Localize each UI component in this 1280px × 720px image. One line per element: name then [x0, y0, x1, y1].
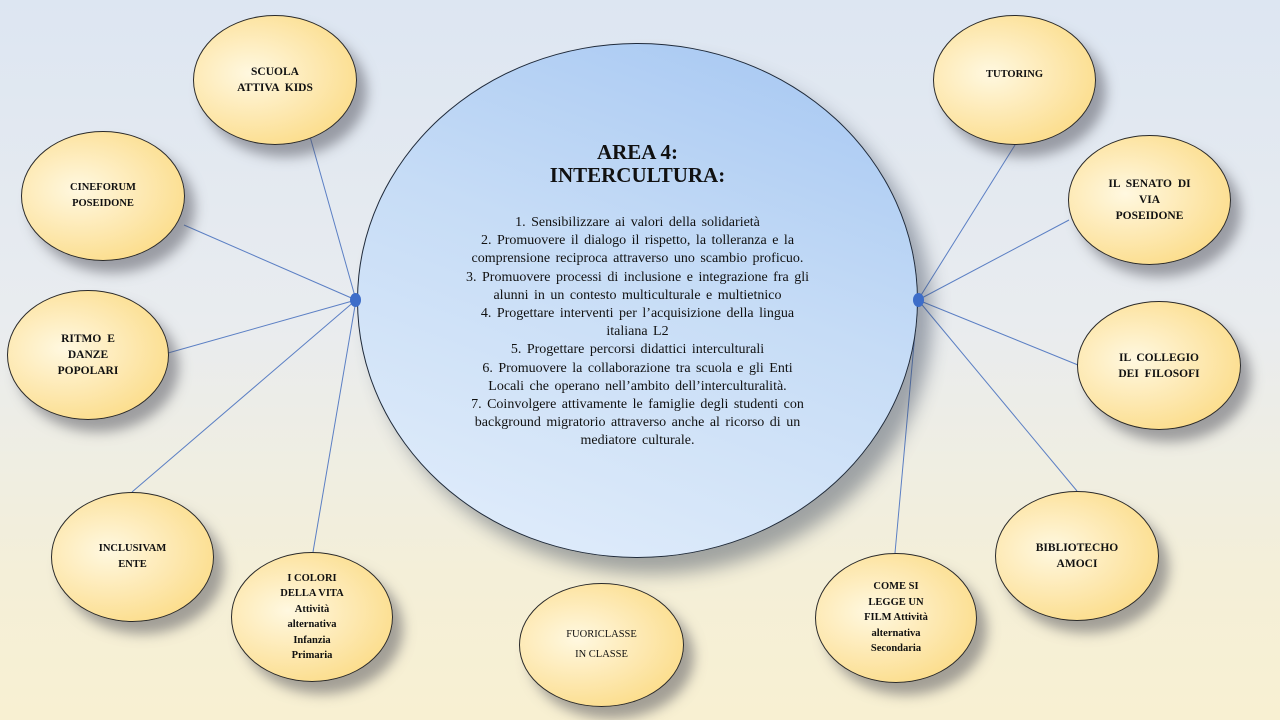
center-title: AREA 4: INTERCULTURA: — [358, 141, 917, 187]
node-label: IL COLLEGIO DEI FILOSOFI — [1106, 350, 1211, 382]
node-label-line: ENTE — [118, 559, 147, 570]
center-goal-line: alunni in un contesto multiculturale e m… — [493, 287, 782, 303]
node-label-line: alternativa — [871, 627, 921, 639]
node-label-line: CINEFORUM — [70, 182, 136, 193]
center-goal-line: italiana L2 — [606, 324, 669, 340]
node-label-line: DANZE — [67, 349, 109, 361]
node-label-line: AMOCI — [1056, 558, 1098, 570]
center-goals-list: 1. Sensibilizzare ai valori della solida… — [440, 214, 835, 451]
center-goal-line: 5. Progettare percorsi didattici intercu… — [510, 342, 765, 358]
node-label-line: FUORICLASSE — [566, 629, 637, 640]
node-label: CINEFORUM POSEIDONE — [58, 180, 148, 212]
node-label-line: SCUOLA — [251, 66, 299, 78]
connector-cineforum-poseidone — [183, 224, 357, 301]
node-label-line: IL COLLEGIO — [1118, 351, 1199, 364]
connector-bibliotecho-amoci — [917, 299, 1078, 492]
node-label-line: Primaria — [291, 650, 333, 661]
center-goal-line: comprensione reciproca attraverso uno sc… — [471, 251, 804, 267]
center-goal-line: 2. Promuovere il dialogo il rispetto, la… — [480, 233, 795, 249]
node-label: I COLORI DELLA VITA Attività alternativa… — [268, 571, 356, 664]
center-goal-line: 4. Progettare interventi per l’acquisizi… — [480, 306, 795, 322]
connector-i-colori-della-vita — [312, 299, 357, 553]
node-label: COME SI LEGGE UN FILM Attività alternati… — [852, 579, 940, 657]
connector-ritmo-e-danze-popolari — [167, 299, 357, 354]
node-cineforum-poseidone: CINEFORUM POSEIDONE — [21, 131, 185, 261]
node-label: TUTORING — [974, 67, 1055, 93]
node-il-senato-di-via-poseidone: IL SENATO DI VIA POSEIDONE — [1068, 135, 1231, 265]
node-label-line: alternativa — [287, 619, 337, 630]
node-scuola-attiva-kids: SCUOLA ATTIVA KIDS — [193, 15, 357, 145]
node-label: BIBLIOTECHO AMOCI — [1024, 540, 1130, 572]
node-label-line: RITMO E — [61, 333, 115, 345]
center-title-line-2: INTERCULTURA: — [549, 163, 726, 187]
node-label: IL SENATO DI VIA POSEIDONE — [1096, 176, 1202, 224]
center-goal-line: 6. Promuovere la collaborazione tra scuo… — [482, 360, 793, 376]
center-goal-line: 3. Promuovere processi di inclusione e i… — [466, 269, 809, 285]
node-label-line: TUTORING — [986, 69, 1043, 80]
center-goal-line: Locali che operano nell’ambito dell’inte… — [488, 378, 787, 394]
center-goal-line: 1. Sensibilizzare ai valori della solida… — [515, 215, 760, 230]
node-label-line: FILM Attività — [864, 612, 928, 624]
node-tutoring: TUTORING — [933, 15, 1096, 145]
node-label-line: INCLUSIVAM — [98, 543, 167, 554]
center-goal-line: 7. Coinvolgere attivamente le famiglie d… — [471, 397, 804, 413]
node-i-colori-della-vita: I COLORI DELLA VITA Attività alternativa… — [231, 552, 393, 682]
node-label-line: DEI FILOSOFI — [1118, 367, 1200, 380]
node-bibliotecho-amoci: BIBLIOTECHO AMOCI — [995, 491, 1159, 621]
right-connector-dot — [913, 293, 924, 307]
node-label: RITMO E DANZE POPOLARI — [46, 331, 131, 379]
node-label-line: POPOLARI — [57, 365, 119, 377]
node-label-line: COME SI — [873, 581, 919, 593]
connector-inclusivamente — [131, 299, 357, 493]
center-title-line-1: AREA 4: — [596, 140, 679, 164]
center-goal-line: background migratorio attraverso anche a… — [474, 415, 801, 431]
center-goal-line: mediatore culturale. — [580, 433, 695, 449]
node-fuoriclasse-in-classe: FUORICLASSE IN CLASSE — [519, 583, 684, 707]
node-label-line: IN CLASSE — [575, 649, 628, 660]
connector-tutoring — [917, 144, 1016, 301]
node-inclusivamente: INCLUSIVAM ENTE — [51, 492, 214, 622]
node-il-collegio-dei-filosofi: IL COLLEGIO DEI FILOSOFI — [1077, 301, 1241, 430]
node-ritmo-e-danze-popolari: RITMO E DANZE POPOLARI — [7, 290, 169, 420]
node-label-line: Infanzia — [293, 634, 331, 646]
node-label-line: Attività — [294, 603, 330, 615]
node-come-si-legge-un-film: COME SI LEGGE UN FILM Attività alternati… — [815, 553, 977, 683]
node-label-line: VIA — [1138, 194, 1161, 206]
node-label-line: POSEIDONE — [1115, 210, 1184, 222]
left-connector-dot — [350, 293, 361, 307]
node-label-line: IL SENATO DI — [1108, 178, 1191, 190]
connector-il-collegio-dei-filosofi — [917, 299, 1079, 366]
node-label: INCLUSIVAM ENTE — [87, 541, 179, 573]
node-label-line: BIBLIOTECHO — [1035, 542, 1119, 554]
center-circle-area-4: AREA 4: INTERCULTURA: 1. Sensibilizzare … — [357, 43, 918, 558]
node-label-line: Secondaria — [870, 643, 922, 655]
node-label-line: ATTIVA KIDS — [237, 82, 313, 94]
node-label-line: DELLA VITA — [280, 588, 344, 599]
node-label: SCUOLA ATTIVA KIDS — [225, 64, 325, 96]
node-label: FUORICLASSE IN CLASSE — [554, 625, 649, 665]
node-label-line: POSEIDONE — [72, 198, 134, 209]
connector-scuola-attiva-kids — [308, 132, 357, 301]
connector-il-senato-di-via-poseidone — [917, 219, 1070, 301]
node-label-line: LEGGE UN — [868, 596, 924, 608]
node-label-line: I COLORI — [287, 572, 337, 584]
